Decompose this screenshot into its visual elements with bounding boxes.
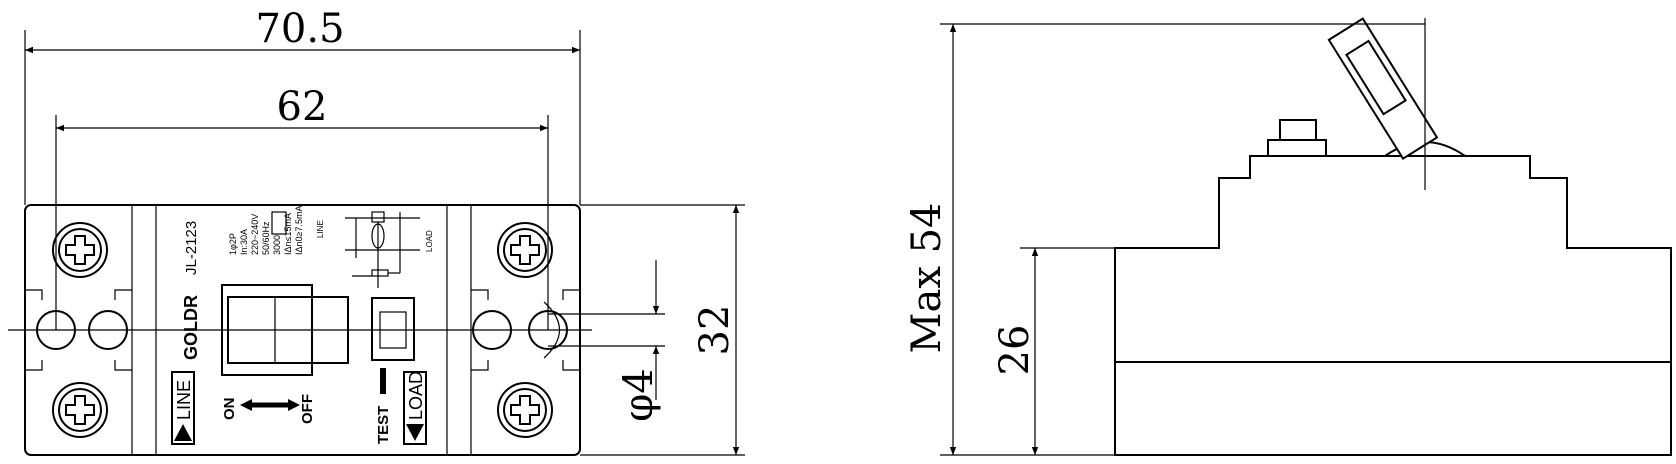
circuit-diagram-icon [345, 211, 420, 288]
toggle-lever [221, 284, 313, 376]
terminal-screw-icon [52, 222, 108, 278]
dim-height-text: 32 [692, 305, 738, 356]
off-label: OFF [299, 394, 316, 424]
svg-text:3000: 3000 [272, 235, 282, 255]
svg-text:50/60Hz: 50/60Hz [261, 221, 271, 255]
spec-block: 1φ2P In:30A 220~240V 50/60Hz 3000 IΔn≤15… [228, 206, 304, 255]
svg-text:LOAD: LOAD [406, 371, 426, 420]
dim-total-width-text: 70.5 [255, 6, 344, 52]
terminal-screw-icon [497, 382, 553, 438]
svg-text:IΔn≤15mA: IΔn≤15mA [283, 213, 293, 255]
test-label: TEST [375, 406, 392, 444]
dim-mount-spacing-text: 62 [277, 84, 328, 130]
on-label: ON [221, 398, 238, 421]
svg-text:In:30A: In:30A [239, 229, 249, 255]
side-dimensions: Max 54 26 [904, 23, 1425, 456]
brand-label: GOLDR [181, 295, 201, 360]
terminal-screw-icon [52, 382, 108, 438]
dim-body-height-text: 26 [992, 325, 1038, 376]
svg-text:IΔn0≥7.5mA: IΔn0≥7.5mA [294, 206, 304, 255]
dim-max-height-text: Max 54 [904, 203, 950, 354]
line-terminal-label [171, 371, 195, 445]
svg-text:LINE: LINE [174, 380, 194, 420]
side-view [1114, 17, 1672, 456]
svg-text:LINE: LINE [316, 220, 325, 238]
load-terminal-label [403, 371, 427, 445]
breaker-body-side [1114, 155, 1672, 456]
test-button [371, 297, 415, 361]
side-test-button [1267, 139, 1327, 157]
svg-text:220~240V: 220~240V [250, 214, 260, 255]
terminal-screw-icon [497, 222, 553, 278]
side-toggle-lever [1327, 17, 1439, 160]
svg-text:LOAD: LOAD [425, 230, 434, 252]
model-label: JL-2123 [183, 221, 200, 275]
svg-text:1φ2P: 1φ2P [228, 233, 238, 255]
front-dimensions: 70.5 62 32 φ4 [24, 6, 745, 456]
front-view: GOLDR JL-2123 1φ2P In:30A 220~240V 50/60… [8, 204, 592, 456]
dim-hole-text: φ4 [616, 368, 662, 421]
